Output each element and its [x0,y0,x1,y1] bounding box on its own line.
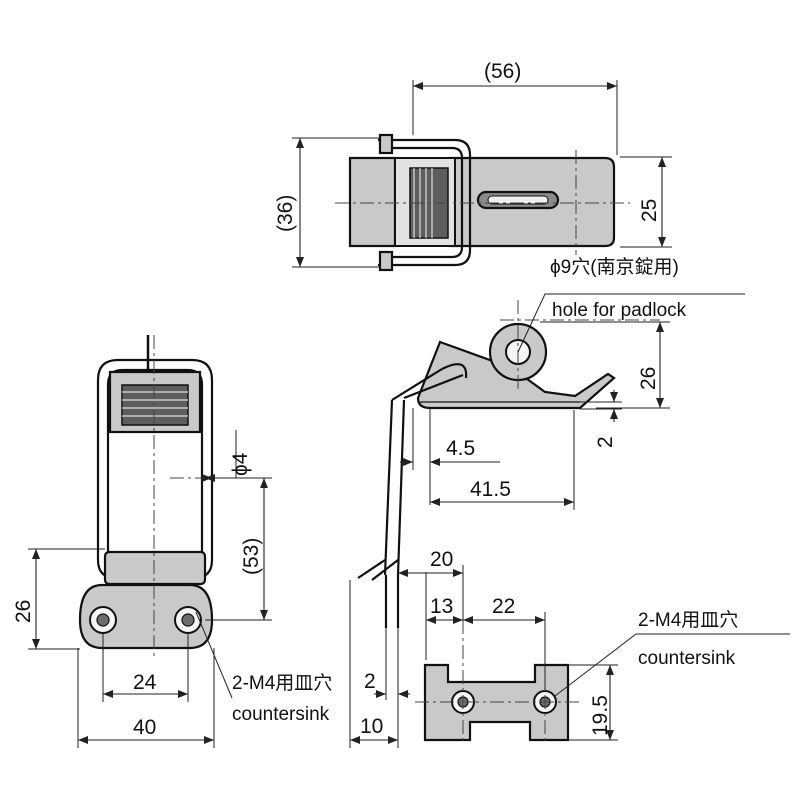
bottom-note-en: countersink [638,648,736,669]
side-padlock-note-jp: ϕ9穴(南京錠用) [550,256,679,278]
side-padlock-note-en: hole for padlock [552,300,687,321]
side-dim-length: 41.5 [470,478,511,501]
bottom-dim-13: 13 [430,595,453,618]
front-dim-base-height: 26 [12,600,35,623]
top-dim-width: (56) [484,60,521,83]
front-note-jp: 2-M4用皿穴 [232,672,332,694]
bottom-dim-height: 19.5 [589,695,612,736]
side-view: ϕ9穴(南京錠用) hole for padlock 26 2 4.5 41.5 [357,256,745,628]
bottom-dim-20: 20 [430,548,453,571]
bottom-view: 20 13 22 2 10 19.5 2-M4用皿 [349,548,790,748]
top-hinge-pin-upper [378,133,394,155]
front-dim-width: 40 [133,716,156,739]
front-view: ϕ4 (53) 26 24 40 2-M4用皿穴 countersink [12,335,332,748]
side-dim-height: 26 [637,367,660,390]
bottom-note-jp: 2-M4用皿穴 [638,609,738,631]
front-dim-hole-pitch: 24 [133,671,157,694]
top-slot-inner [487,195,549,205]
top-dim-height-right: 25 [638,199,661,222]
top-dim-height-left: (36) [274,195,297,232]
bottom-dim-10: 10 [360,715,383,738]
front-hinge [103,550,207,586]
top-hinge-pin-lower [378,250,394,272]
bottom-dim-2: 2 [364,670,376,693]
top-view: (56) (36) 25 [274,60,672,272]
side-latch-wire [383,368,464,576]
bottom-dim-22: 22 [492,595,515,618]
side-dim-thickness: 2 [594,436,617,448]
front-note-en: countersink [232,704,330,725]
front-grip [121,384,189,426]
side-dim-offset: 4.5 [446,437,475,460]
front-base-plate [78,583,214,650]
front-dim-length: (53) [240,538,263,575]
top-latch-body [348,156,397,248]
front-dim-hole: ϕ4 [229,452,252,476]
